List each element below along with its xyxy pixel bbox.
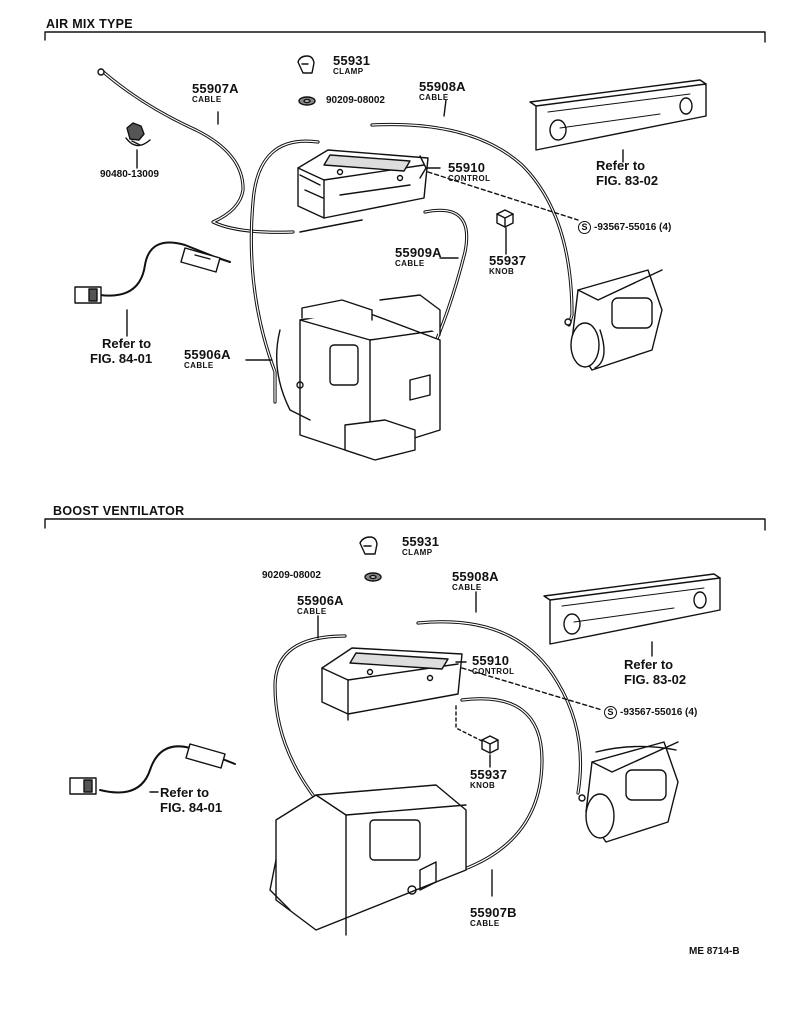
washer-90209-bottom-icon (364, 572, 382, 582)
label-90209-top: 90209-08002 (326, 95, 385, 106)
part-name: CABLE (395, 259, 425, 268)
label-55931-bottom: 55931 CLAMP (402, 535, 439, 557)
part-number: 55931 (402, 534, 440, 549)
part-number: 55910 (472, 653, 510, 668)
refer-line2: FIG. 83-02 (624, 672, 687, 687)
label-refer-8302-bottom: Refer to FIG. 83-02 (624, 657, 686, 687)
blower-unit-top-icon (570, 269, 663, 371)
part-number: 55910 (448, 160, 486, 175)
refer-line1: Refer to (160, 785, 210, 800)
harness-top-icon (74, 241, 231, 304)
bolt-90480-icon (125, 122, 151, 147)
label-55937-top: 55937 KNOB (489, 254, 526, 276)
part-number: 55931 (333, 53, 371, 68)
label-refer-8401-bottom: Refer to FIG. 84-01 (160, 785, 222, 815)
part-number: 55907A (192, 81, 239, 96)
label-55906a-bottom: 55906A CABLE (297, 594, 344, 616)
blower-unit-bottom-icon (585, 741, 679, 843)
label-55907b: 55907B CABLE (470, 906, 517, 928)
label-refer-8302-top: Refer to FIG. 83-02 (596, 158, 658, 188)
leader-dashed-top (427, 171, 579, 221)
bezel-fig8302-top-icon (529, 79, 707, 151)
part-name: CABLE (297, 607, 327, 616)
boost-section-frame (44, 518, 766, 531)
part-name: CABLE (470, 919, 500, 928)
part-name: KNOB (470, 781, 496, 790)
part-number: 55937 (470, 767, 508, 782)
label-90209-bottom: 90209-08002 (262, 570, 321, 581)
refer-line2: FIG. 84-01 (160, 800, 223, 815)
heater-unit-top-icon (276, 294, 441, 461)
label-90480: 90480-13009 (100, 169, 159, 180)
refer-line2: FIG. 84-01 (90, 351, 153, 366)
screw-number: -93567-55016 (4) (594, 221, 672, 233)
part-name: CABLE (452, 583, 482, 592)
part-name: KNOB (489, 267, 515, 276)
refer-line2: FIG. 83-02 (596, 173, 659, 188)
part-name: CLAMP (402, 548, 433, 557)
harness-bottom-icon (69, 743, 236, 795)
label-55910-top: 55910 CONTROL (448, 161, 490, 183)
part-name: CONTROL (472, 667, 515, 676)
section-title-boost: BOOST VENTILATOR (53, 504, 185, 518)
label-55908a-top: 55908A CABLE (419, 80, 466, 102)
screw-s-icon: S (578, 221, 591, 234)
washer-90209-top-icon (298, 96, 316, 106)
bezel-fig8302-bottom-icon (543, 573, 721, 645)
label-55906a-top: 55906A CABLE (184, 348, 231, 370)
part-number: 55907B (470, 905, 517, 920)
part-name: CABLE (419, 93, 449, 102)
control-55910-bottom-icon (321, 647, 463, 721)
label-refer-8401-top: Refer to FIG. 84-01 (90, 336, 152, 366)
knob-55937-top-icon (496, 209, 514, 228)
label-93567-top: S -93567-55016 (4) (578, 221, 671, 234)
part-number: 55909A (395, 245, 442, 260)
heater-unit-bottom-icon (269, 784, 467, 936)
label-55908a-bottom: 55908A CABLE (452, 570, 499, 592)
part-number: 55908A (452, 569, 499, 584)
part-number: 55937 (489, 253, 527, 268)
label-55907a: 55907A CABLE (192, 82, 239, 104)
section-title-air-mix: AIR MIX TYPE (46, 17, 133, 31)
cable-55908a-top-line (370, 122, 574, 327)
clamp-55931-bottom-icon (359, 536, 378, 555)
part-number: 55906A (297, 593, 344, 608)
refer-line1: Refer to (596, 158, 646, 173)
part-name: CLAMP (333, 67, 364, 76)
clamp-55931-top-icon (297, 55, 315, 74)
part-name: CABLE (192, 95, 222, 104)
screw-s-icon: S (604, 706, 617, 719)
part-name: CONTROL (448, 174, 491, 183)
leader-55910-top (419, 155, 441, 179)
label-55909a: 55909A CABLE (395, 246, 442, 268)
refer-line1: Refer to (102, 336, 152, 351)
label-55910-bottom: 55910 CONTROL (472, 654, 514, 676)
label-93567-bottom: S -93567-55016 (4) (604, 706, 697, 719)
leader-55908a (443, 99, 447, 117)
label-55937-bottom: 55937 KNOB (470, 768, 507, 790)
figure-code: ME 8714-B (689, 946, 740, 957)
label-55931-top: 55931 CLAMP (333, 54, 370, 76)
part-name: CABLE (184, 361, 214, 370)
leader-dashed-bottom (461, 667, 603, 711)
part-number: 55908A (419, 79, 466, 94)
control-55910-top-icon (297, 149, 429, 219)
refer-line1: Refer to (624, 657, 674, 672)
part-number: 55906A (184, 347, 231, 362)
screw-number: -93567-55016 (4) (620, 706, 698, 718)
knob-55937-bottom-icon (481, 735, 499, 754)
air-mix-section-frame (44, 31, 766, 43)
